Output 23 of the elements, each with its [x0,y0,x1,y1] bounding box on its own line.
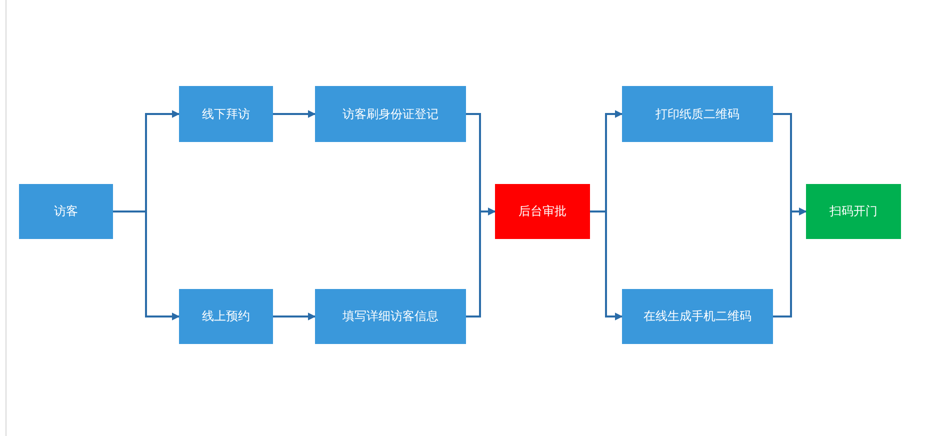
arrow [273,110,316,118]
node-label: 打印纸质二维码 [656,106,740,122]
node-label: 线上预约 [202,308,250,325]
process-box [622,86,773,142]
node-label: 后台审批 [518,203,566,220]
process-box [19,184,113,239]
process-box [315,289,466,344]
process-box [495,184,590,239]
arrow [466,208,496,318]
arrow [113,210,180,320]
process-box [806,184,901,239]
process-box [622,289,773,344]
node-label: 在线生成手机二维码 [644,308,752,325]
node-label: 访客刷身份证登记 [342,106,438,122]
process-box [315,86,466,142]
node-label: 访客 [54,203,78,220]
arrow [273,312,316,320]
process-box [179,289,273,344]
node-label: 线下拜访 [202,106,250,122]
process-box [179,86,273,142]
arrow [773,208,807,318]
node-label: 填写详细访客信息 [342,308,438,325]
node-label: 扫码开门 [830,203,878,220]
